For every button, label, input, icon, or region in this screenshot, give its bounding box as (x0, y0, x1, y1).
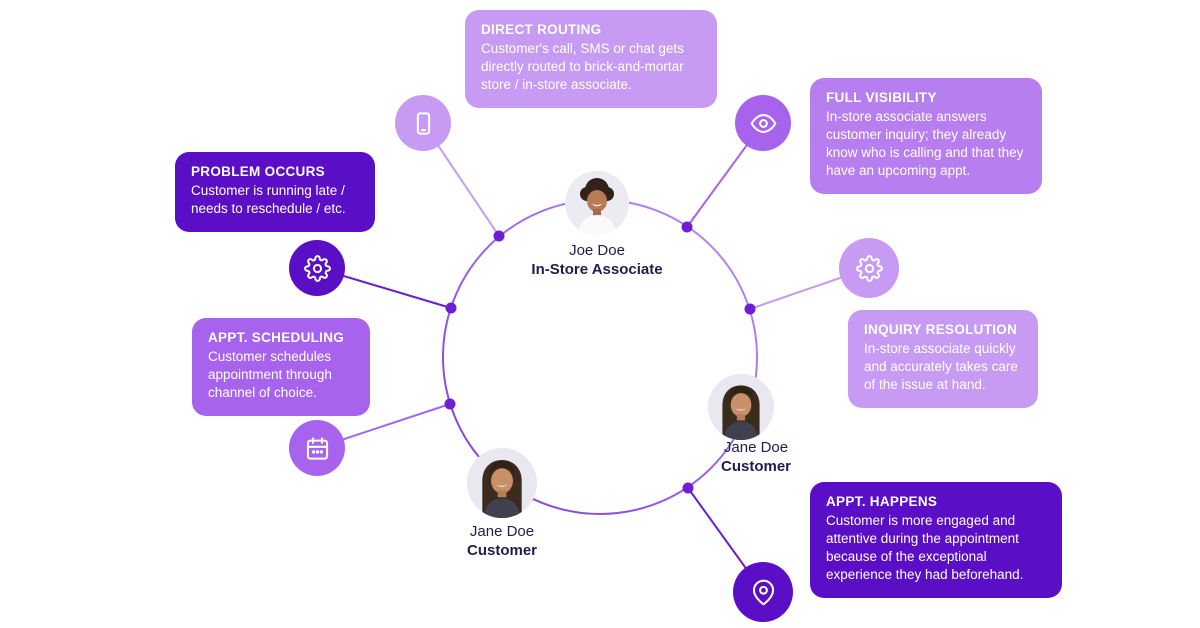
card-problem-occurs: PROBLEM OCCURS Customer is running late … (175, 152, 375, 233)
node-problem-occurs (289, 240, 345, 296)
gear-icon (855, 254, 883, 282)
card-body: Customer is more engaged and attentive d… (826, 513, 1024, 583)
card-title: DIRECT ROUTING (481, 22, 602, 37)
man-portrait-illustration (565, 171, 629, 235)
ring-node-dot (682, 482, 694, 494)
person-label-joe: Joe Doe In-Store Associate (531, 242, 662, 280)
eye-icon (750, 113, 776, 133)
person-role: Customer (466, 541, 538, 559)
card-appt-scheduling: APPT. SCHEDULING Customer schedules appo… (192, 318, 370, 417)
node-appt-scheduling (289, 420, 345, 476)
ring-node-dot (744, 303, 756, 315)
card-title: PROBLEM OCCURS (191, 164, 325, 179)
avatar-jane-doe-right (708, 374, 774, 440)
card-body: Customer's call, SMS or chat gets direct… (481, 41, 684, 93)
ring-node-dot (681, 221, 693, 233)
node-full-visibility (735, 95, 791, 151)
avatar-jane-doe-left (467, 448, 537, 518)
ring-node-dot (445, 302, 457, 314)
calendar-icon (306, 436, 328, 460)
location-pin-icon (752, 579, 774, 605)
ring-node-dot (444, 398, 456, 410)
person-label-jane-left: Jane Doe Customer (467, 523, 537, 561)
card-body: In-store associate answers customer inqu… (826, 109, 1024, 179)
gear-icon (303, 254, 331, 282)
person-role: In-Store Associate (531, 260, 663, 278)
ring-node-dot (493, 230, 505, 242)
card-title: INQUIRY RESOLUTION (864, 322, 1018, 337)
node-direct-routing (395, 95, 451, 151)
card-title: FULL VISIBILITY (826, 90, 937, 105)
person-name: Jane Doe (723, 439, 789, 456)
node-appt-happens (733, 562, 793, 622)
card-body: Customer is running late / needs to resc… (191, 183, 346, 217)
card-title: APPT. SCHEDULING (208, 330, 345, 345)
person-role: Customer (720, 457, 792, 475)
woman-portrait-illustration (708, 374, 774, 440)
person-name: Jane Doe (469, 523, 535, 540)
card-title: APPT. HAPPENS (826, 494, 938, 509)
card-direct-routing: DIRECT ROUTING Customer's call, SMS or c… (465, 10, 717, 109)
woman-portrait-illustration (467, 448, 537, 518)
smartphone-icon (416, 111, 430, 135)
card-body: Customer schedules appointment through c… (208, 349, 332, 401)
card-full-visibility: FULL VISIBILITY In-store associate answe… (810, 78, 1042, 195)
node-inquiry-resolution (839, 238, 899, 298)
avatar-joe-doe (565, 171, 629, 235)
person-name: Joe Doe (569, 242, 625, 259)
card-appt-happens: APPT. HAPPENS Customer is more engaged a… (810, 482, 1062, 599)
card-inquiry-resolution: INQUIRY RESOLUTION In-store associate qu… (848, 310, 1038, 409)
person-label-jane-right: Jane Doe Customer (721, 439, 791, 477)
card-body: In-store associate quickly and accuratel… (864, 341, 1018, 393)
